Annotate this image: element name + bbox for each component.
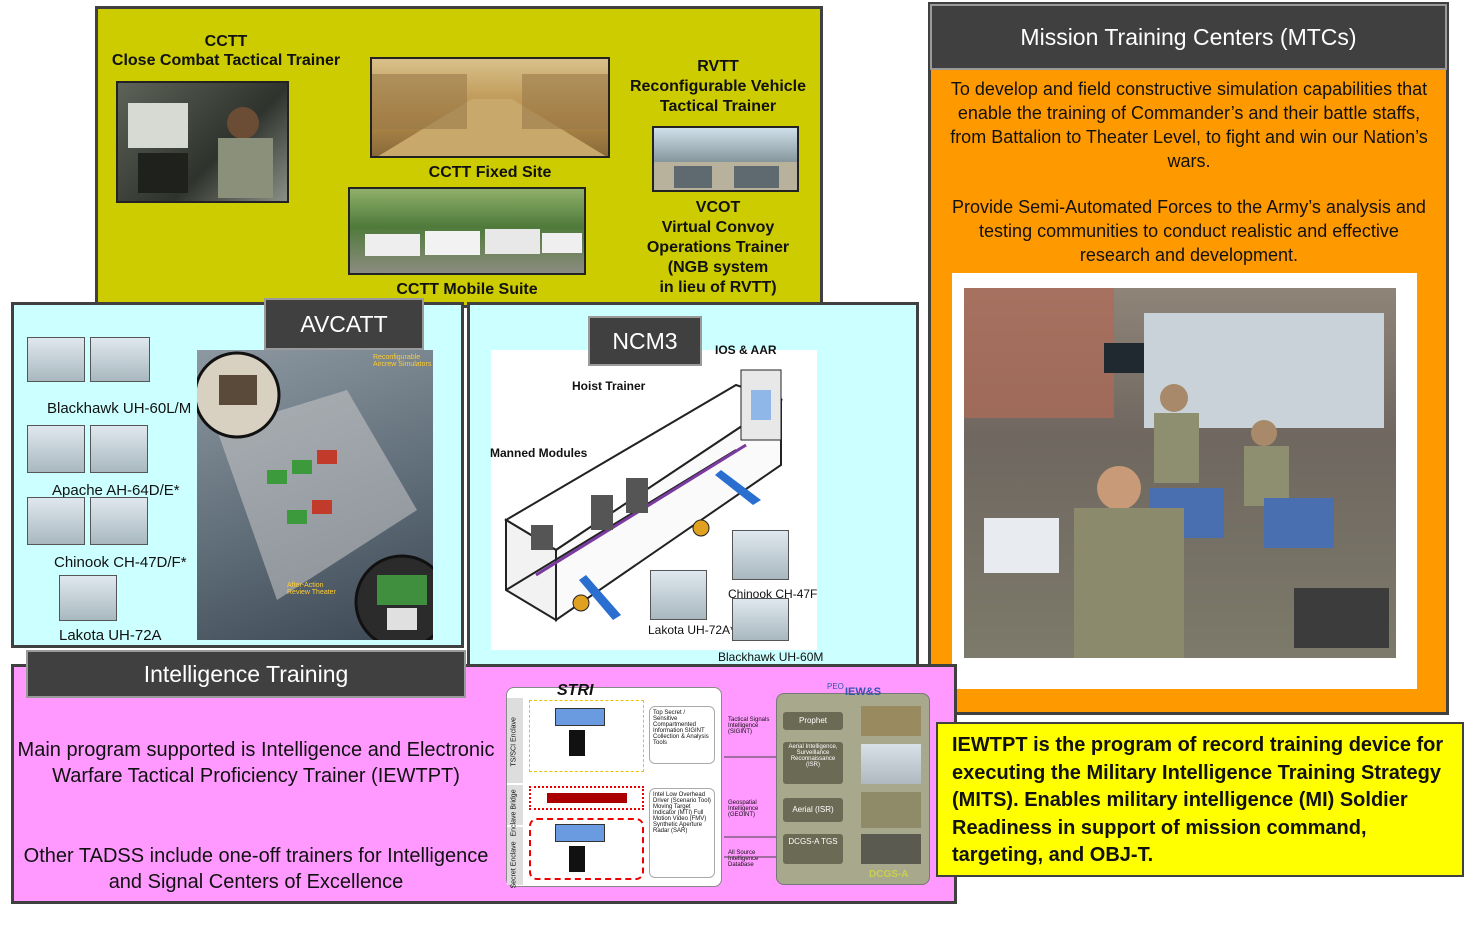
apache-photo-2 [90, 425, 148, 473]
enclave-secret-label: Secret Enclave [510, 841, 518, 889]
intel-paragraph-2: Other TADSS include one-off trainers for… [23, 845, 489, 893]
aircraft-photo [861, 744, 921, 784]
enclave-ts-label: TS/SCI Enclave [510, 717, 518, 767]
ts-monitors [555, 708, 605, 726]
apache-photo-1 [27, 425, 85, 473]
ncm3-ios-label: IOS & AAR [715, 343, 777, 357]
mtc-title: Mission Training Centers (MTCs) [930, 4, 1447, 70]
avcatt-facility-diagram: Reconfigurable Aircrew Simulators After-… [193, 350, 450, 650]
ncm3-chinook-label: Chinook CH-47F [728, 587, 818, 601]
mtc-control-room-photo [964, 288, 1396, 658]
iews-logo: IEW&S [845, 686, 882, 698]
avcatt-heli-label-lakota: Lakota UH-72A [59, 627, 162, 644]
mtc-paragraph-2: Provide Semi-Automated Forces to the Arm… [952, 197, 1426, 265]
avcatt-label: AVCATT [264, 298, 424, 350]
avcatt-panel: Blackhawk UH-60L/M Apache AH-64D/E* Chin… [11, 302, 464, 650]
mtc-paragraph-1: To develop and field constructive simula… [950, 79, 1428, 171]
blackhawk-photo-1 [27, 337, 85, 382]
secret-enclave-zone [529, 818, 644, 880]
ncm3-manned-label: Manned Modules [490, 446, 588, 460]
link-sigint: Tactical Signals Intelligence (SIGINT) [728, 717, 770, 735]
intel-label: Intelligence Training [26, 650, 466, 698]
bridge-device [547, 793, 627, 803]
cctt-mobile-suite-label: CCTT Mobile Suite [396, 281, 538, 298]
stri-logo: STRI [557, 682, 594, 699]
cctt-title: CCTT [204, 33, 248, 50]
avcatt-note-review-theater: After-Action Review Theater [287, 582, 336, 596]
vcot-text: VCOT Virtual Convoy Operations Trainer (… [623, 198, 813, 298]
ncm3-chinook-photo [732, 530, 789, 580]
bridge-zone [529, 786, 644, 810]
system-aerial-isr: Aerial (ISR) [783, 798, 843, 822]
chinook-photo-2 [90, 497, 148, 545]
mtc-panel: Mission Training Centers (MTCs) To devel… [928, 2, 1449, 715]
iews-systems-box: PEO IEW&S Prophet Aerial Intelligence, S… [776, 682, 930, 885]
cctt-fixed-site-photo [370, 57, 610, 158]
enclave-bar-ts [507, 698, 523, 783]
ts-workstation [569, 730, 585, 756]
rvtt-text: RVTT Reconfigurable Vehicle Tactical Tra… [618, 57, 818, 117]
cctt-panel: CCTT Close Combat Tactical Trainer CCTT … [95, 6, 823, 308]
intel-panel: Main program supported is Intelligence a… [11, 664, 957, 904]
avcatt-heli-label-chinook: Chinook CH-47D/F* [54, 554, 187, 571]
intel-paragraph-1: Main program supported is Intelligence a… [17, 739, 495, 787]
avcatt-heli-label-apache: Apache AH-64D/E* [52, 482, 180, 499]
aerial-vehicle-photo [861, 792, 921, 828]
ncm3-panel: IOS & AAR Hoist Trainer Manned Modules C… [467, 302, 919, 670]
chinook-photo-1 [27, 497, 85, 545]
ncm3-blackhawk-photo [732, 598, 789, 641]
ts-enclave-zone [529, 700, 644, 772]
ncm3-hoist-label: Hoist Trainer [572, 379, 646, 393]
ncm3-blackhawk-label: Blackhawk UH-60M [718, 650, 824, 664]
secret-tools-list: Intel Low Overhead Driver (Scenario Tool… [649, 788, 715, 878]
rvtt-title: RVTT [697, 58, 739, 75]
avcatt-note-simulators: Reconfigurable Aircrew Simulators [373, 354, 432, 368]
link-arrows [724, 756, 776, 858]
cctt-subtitle: Close Combat Tactical Trainer [111, 52, 341, 69]
ts-tools-list: Top Secret / Sensitive Compartmented Inf… [649, 706, 715, 764]
ncm3-label: NCM3 [588, 316, 702, 366]
cctt-cockpit-photo [116, 81, 289, 203]
cctt-mobile-suite-photo [348, 187, 586, 275]
vcot-photo [652, 126, 799, 192]
secret-workstation [569, 846, 585, 872]
cctt-fixed-site-label: CCTT Fixed Site [428, 164, 552, 181]
lakota-photo [59, 575, 117, 621]
ncm3-lakota-photo [650, 570, 707, 620]
rvtt-subtitle-2: Tactical Trainer [659, 98, 777, 115]
system-prophet: Prophet [783, 712, 843, 730]
vcot-line-1: VCOT [695, 199, 741, 216]
vcot-line-4: (NGB system [667, 259, 769, 276]
ncm3-lakota-label: Lakota UH-72A** [648, 623, 740, 637]
iewtpt-note-text: IEWTPT is the program of record training… [952, 734, 1444, 866]
peo-label: PEO [827, 682, 844, 691]
iewtpt-note-box: IEWTPT is the program of record training… [936, 722, 1464, 877]
vcot-line-3: Operations Trainer [646, 239, 790, 256]
rvtt-subtitle-1: Reconfigurable Vehicle [629, 78, 807, 95]
blackhawk-photo-2 [90, 337, 150, 382]
vcot-line-5: in lieu of RVTT) [659, 279, 777, 296]
system-aerial-isr-full: Aerial Intelligence, Surveillance Reconn… [783, 742, 843, 784]
dcgs-logo: DCGS-A [869, 869, 909, 880]
system-dcgs-tgs: DCGS-A TGS [783, 834, 843, 864]
vcot-line-2: Virtual Convoy [661, 219, 775, 236]
stri-architecture-box: STRI TS/SCI Enclave Enclave Bridge Secre… [506, 682, 722, 889]
mtc-photo-frame [952, 273, 1417, 689]
secret-monitors [555, 824, 605, 842]
enclave-bar-bridge [507, 785, 523, 825]
enclave-bar-secret [507, 827, 523, 885]
prophet-vehicle-photo [861, 706, 921, 736]
link-all-source: All Source Intelligence Database [728, 850, 759, 868]
avcatt-heli-label-blackhawk: Blackhawk UH-60L/M [47, 400, 192, 417]
link-geoint: Geospatial Intelligence (GEOINT) [728, 800, 759, 818]
dcgs-operator-photo [861, 834, 921, 864]
